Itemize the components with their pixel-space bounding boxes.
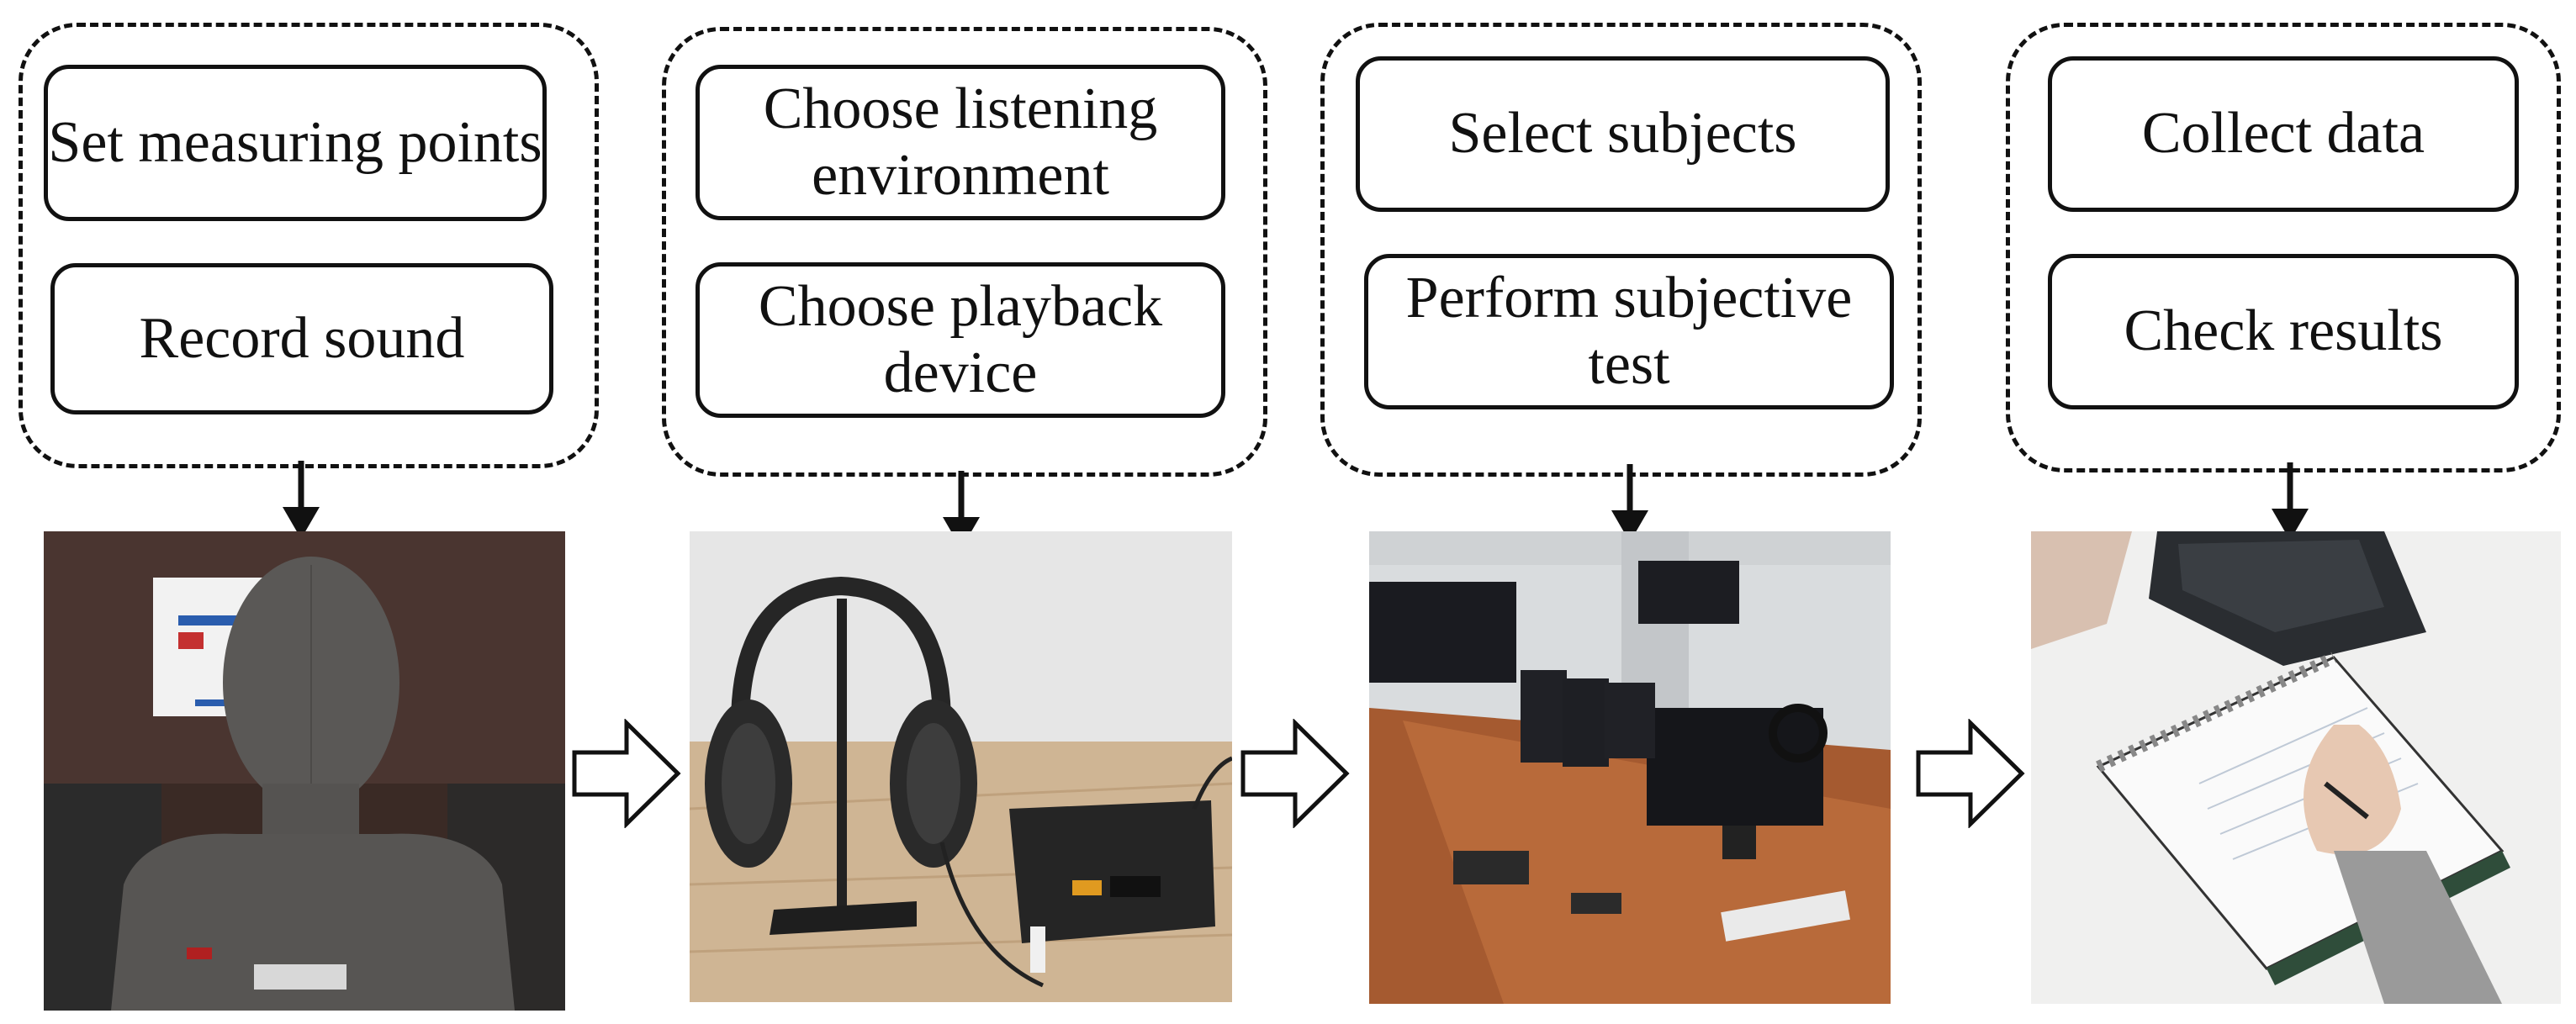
step-4-box-2-label: Check results	[2124, 298, 2443, 364]
step-2-box-1-label: Choose listening environment	[763, 77, 1158, 208]
step-3-box-2: Perform subjective test	[1364, 254, 1894, 409]
step-2-box-2-label: Choose playback device	[758, 274, 1163, 405]
listening-lab-photo	[1369, 531, 1891, 1004]
right-arrow-icon	[572, 719, 681, 828]
dummy-head-recording-photo	[44, 531, 565, 1011]
step-4-box-2: Check results	[2048, 254, 2519, 409]
step-2-group	[662, 27, 1267, 477]
step-1-group	[19, 23, 599, 468]
step-3-box-2-label: Perform subjective test	[1405, 266, 1853, 397]
step-1-box-2-label: Record sound	[139, 305, 465, 371]
headphones-amplifier-photo	[690, 531, 1232, 1002]
step-1-box-1-label: Set measuring points	[48, 109, 542, 175]
step-2-box-2: Choose playback device	[696, 262, 1225, 418]
step-3-box-1: Select subjects	[1356, 56, 1890, 212]
down-arrow-icon	[283, 461, 320, 539]
step-4-box-1-label: Collect data	[2141, 101, 2425, 166]
step-2-box-1: Choose listening environment	[696, 65, 1225, 220]
down-arrow-icon	[2272, 462, 2309, 541]
step-4-group	[2006, 23, 2561, 472]
right-arrow-icon	[1916, 719, 2025, 828]
writing-notes-photo	[2031, 531, 2561, 1004]
step-3-group	[1320, 23, 1922, 477]
right-arrow-icon	[1240, 719, 1350, 828]
down-arrow-icon	[1611, 464, 1648, 542]
step-4-box-1: Collect data	[2048, 56, 2519, 212]
step-3-box-1-label: Select subjects	[1448, 101, 1797, 166]
step-1-box-2: Record sound	[50, 263, 553, 414]
step-1-box-1: Set measuring points	[44, 65, 547, 221]
